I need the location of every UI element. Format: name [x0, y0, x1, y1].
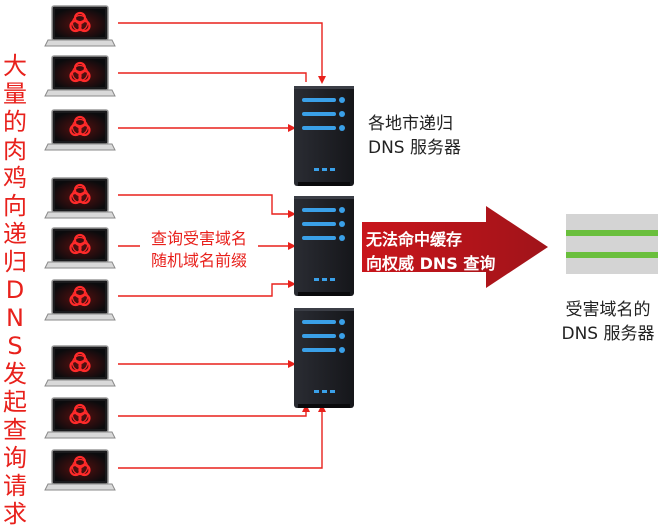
arrow-label: 无法命中缓存 向权威 DNS 查询 — [366, 228, 495, 276]
side-label-char: 请 — [3, 472, 27, 500]
side-label-char: 询 — [3, 444, 27, 472]
side-label-char: N — [6, 304, 24, 332]
victim-dns-label-line: DNS 服务器 — [561, 324, 655, 344]
side-label-char: 鸡 — [3, 164, 27, 192]
side-label-char: 查 — [3, 416, 27, 444]
side-label-char: D — [5, 276, 25, 304]
side-label-char: 肉 — [3, 136, 27, 164]
recursive-dns-label: 各地市递归 DNS 服务器 — [368, 112, 461, 160]
victim-dns-label: 受害域名的 DNS 服务器 — [548, 298, 668, 346]
attack-query-label-line: 查询受害域名 — [150, 229, 247, 248]
side-label-char: 求 — [3, 500, 27, 528]
bot-laptop — [43, 396, 117, 440]
bot-laptop — [43, 226, 117, 270]
bot-laptop — [43, 344, 117, 388]
side-label-char: 量 — [3, 80, 27, 108]
bot-laptop — [43, 54, 117, 98]
arrow-label-line: 无法命中缓存 — [366, 230, 463, 249]
bot-laptop — [43, 108, 117, 152]
side-label-char: 起 — [3, 388, 27, 416]
query-lines — [118, 22, 323, 469]
bot-laptop — [43, 176, 117, 220]
side-label-char: 归 — [3, 248, 27, 276]
arrow-label-line: 向权威 DNS 查询 — [366, 254, 496, 273]
bot-laptop — [43, 448, 117, 492]
bot-laptop — [43, 4, 117, 48]
side-label-char: 发 — [3, 360, 27, 388]
recursive-dns-server — [294, 308, 354, 408]
attack-query-label: 查询受害域名 随机域名前缀 — [140, 228, 258, 272]
victim-dns-label-line: 受害域名的 — [565, 300, 651, 320]
side-label-char: 大 — [3, 52, 27, 80]
side-label-char: 向 — [3, 192, 27, 220]
side-label-char: 递 — [3, 220, 27, 248]
recursive-dns-label-line: 各地市递归 — [368, 114, 453, 134]
recursive-dns-server — [294, 86, 354, 186]
side-label-char: 的 — [3, 108, 27, 136]
side-label-char: S — [7, 332, 23, 360]
forward-query-arrow — [362, 206, 548, 288]
arrowheads — [288, 76, 326, 412]
attack-query-label-line: 随机域名前缀 — [150, 251, 247, 270]
botnet-dns-attack-diagram — [43, 4, 658, 492]
recursive-dns-label-line: DNS 服务器 — [368, 138, 462, 158]
bot-laptop — [43, 278, 117, 322]
victim-dns-server — [566, 214, 658, 274]
recursive-dns-server — [294, 196, 354, 296]
